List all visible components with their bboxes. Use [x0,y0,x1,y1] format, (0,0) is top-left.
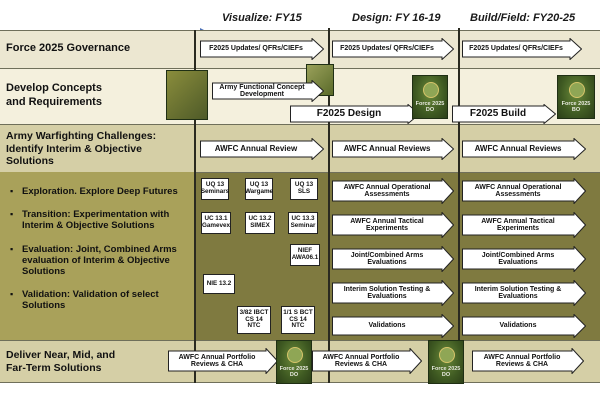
awfc-label: Army Warfighting Challenges: Identify In… [0,124,196,172]
seal-icon [423,81,439,98]
phase-visualize: Visualize: FY15 [222,12,302,24]
governance-arrow-visualize: F2025 Updates/ QFRs/CIEFs [200,38,324,60]
governance-arrow-build: F2025 Updates/ QFRs/CIEFs [462,38,582,60]
phase-design: Design: FY 16-19 [352,12,441,24]
design-joint-evaluations-arrow: Joint/Combined Arms Evaluations [332,246,454,272]
design-operational-assessments-arrow: AWFC Annual Operational Assessments [332,178,454,204]
bullet-evaluation: Evaluation: Joint, Combined Arms evaluat… [8,244,190,278]
seal-icon [287,346,303,363]
portfolio-review-arrow-build: AWFC Annual Portfolio Reviews & CHA [472,348,584,374]
bullet-validation: Validation: Validation of select Solutio… [8,289,190,311]
deliver-label: Deliver Near, Mid, and Far-Term Solution… [0,340,196,383]
build-validations-arrow: Validations [462,314,586,338]
seal-icon [439,346,455,363]
design-tactical-experiments-arrow: AWFC Annual Tactical Experiments [332,212,454,238]
f2025-build-arrow: F2025 Build [452,104,556,124]
column-divider-design [328,28,330,383]
portfolio-review-arrow-design: AWFC Annual Portfolio Reviews & CHA [312,348,422,374]
awfc-review-arrow-build: AWFC Annual Reviews [462,138,586,160]
awfc-review-arrow-design: AWFC Annual Reviews [332,138,454,160]
portfolio-review-arrow-visualize: AWFC Annual Portfolio Reviews & CHA [168,348,278,374]
bullet-exploration: Exploration. Explore Deep Futures [8,186,190,197]
build-operational-assessments-arrow: AWFC Annual Operational Assessments [462,178,586,204]
build-tactical-experiments-arrow: AWFC Annual Tactical Experiments [462,212,586,238]
design-validations-arrow: Validations [332,314,454,338]
phase-build: Build/Field: FY20-25 [470,12,576,24]
awfc-review-arrow-visualize: AWFC Annual Review [200,138,324,160]
seal-icon [569,81,585,98]
concept-doc-thumbnail [166,70,208,120]
governance-arrow-design: F2025 Updates/ QFRs/CIEFs [332,38,454,60]
event-nie132: NIE 13.2 [203,274,235,294]
f2025-design-arrow: F2025 Design [290,104,420,124]
concept-development-arrow: Army Functional Concept Development [212,80,324,102]
column-divider-build [458,28,460,383]
build-interim-testing-arrow: Interim Solution Testing & Evaluations [462,280,586,306]
bullet-transition: Transition: Experimentation with Interim… [8,209,190,231]
experimentation-label: Exploration. Explore Deep Futures Transi… [0,172,196,340]
design-interim-testing-arrow: Interim Solution Testing & Evaluations [332,280,454,306]
build-joint-evaluations-arrow: Joint/Combined Arms Evaluations [462,246,586,272]
governance-label: Force 2025 Governance [0,30,196,68]
